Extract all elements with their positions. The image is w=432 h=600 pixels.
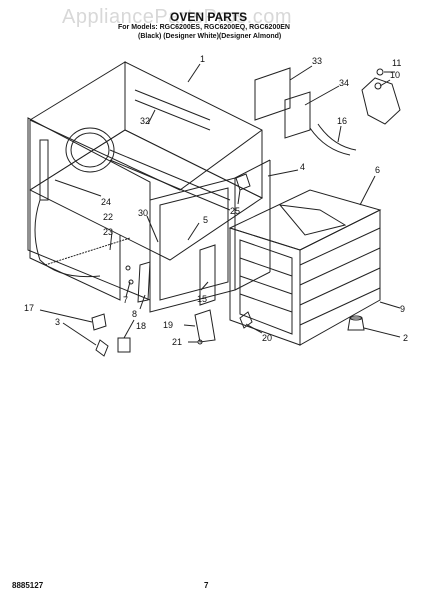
- igniter-11-10: [361, 77, 401, 125]
- terminal-block: [39, 139, 49, 201]
- callout-22: 22: [103, 212, 113, 222]
- oven-liner-side: [299, 209, 381, 346]
- callout-25: 25: [230, 206, 240, 216]
- side-panel: [27, 117, 151, 301]
- callout-32: 32: [140, 116, 150, 126]
- screw-20: [239, 311, 253, 329]
- callout-2: 2: [403, 333, 408, 343]
- colors-line: (Black) (Designer White)(Designer Almond…: [138, 33, 282, 40]
- callout-4: 4: [300, 162, 305, 172]
- frame-back-panel: [124, 61, 263, 199]
- callout-9: 9: [400, 304, 405, 314]
- callout-20: 20: [262, 333, 272, 343]
- hinge-19: [194, 309, 216, 343]
- frame-front-left: [29, 120, 121, 301]
- clip-17: [91, 313, 107, 331]
- callout-15: 15: [197, 294, 207, 304]
- frame-bottom-panel: [28, 129, 263, 261]
- wire-harness: [34, 199, 101, 278]
- callout-23: 23: [103, 227, 113, 237]
- diagram-title: OVEN PARTS: [170, 10, 248, 24]
- callout-33: 33: [312, 56, 322, 66]
- callout-34: 34: [339, 78, 349, 88]
- callout-18: 18: [136, 321, 146, 331]
- footer-code: 8885127: [12, 581, 44, 590]
- callout-8: 8: [132, 309, 137, 319]
- fan-opening: [65, 127, 115, 173]
- bracket-34: [284, 91, 311, 139]
- block-18: [117, 337, 131, 353]
- callout-1: 1: [200, 54, 205, 64]
- callout-11: 11: [392, 58, 401, 68]
- models-line: For Models: RGC6200ES, RGC6200EQ, RGC620…: [118, 24, 290, 31]
- frame-front-top: [29, 119, 263, 191]
- insulation-pad: [254, 67, 291, 121]
- callout-21: 21: [172, 337, 182, 347]
- callout-17: 17: [24, 303, 34, 313]
- hinge-bracket: [199, 244, 216, 306]
- bracket-25: [235, 173, 251, 191]
- watermark: AppliancePartsPros.com: [62, 6, 292, 28]
- oven-liner-top: [228, 189, 382, 251]
- screw-3: [95, 339, 109, 357]
- callout-16: 16: [337, 116, 347, 126]
- bracket-8: [137, 261, 151, 303]
- callout-30: 30: [138, 208, 148, 218]
- callout-3: 3: [55, 317, 60, 327]
- leveling-leg: [347, 317, 365, 331]
- vent-tube: [309, 127, 351, 156]
- callout-19: 19: [163, 320, 173, 330]
- callout-10: 10: [390, 70, 400, 80]
- callout-24: 24: [101, 197, 111, 207]
- callout-5: 5: [203, 215, 208, 225]
- callout-6: 6: [375, 165, 380, 175]
- page-number: 7: [204, 581, 209, 590]
- callout-7: 7: [123, 295, 128, 305]
